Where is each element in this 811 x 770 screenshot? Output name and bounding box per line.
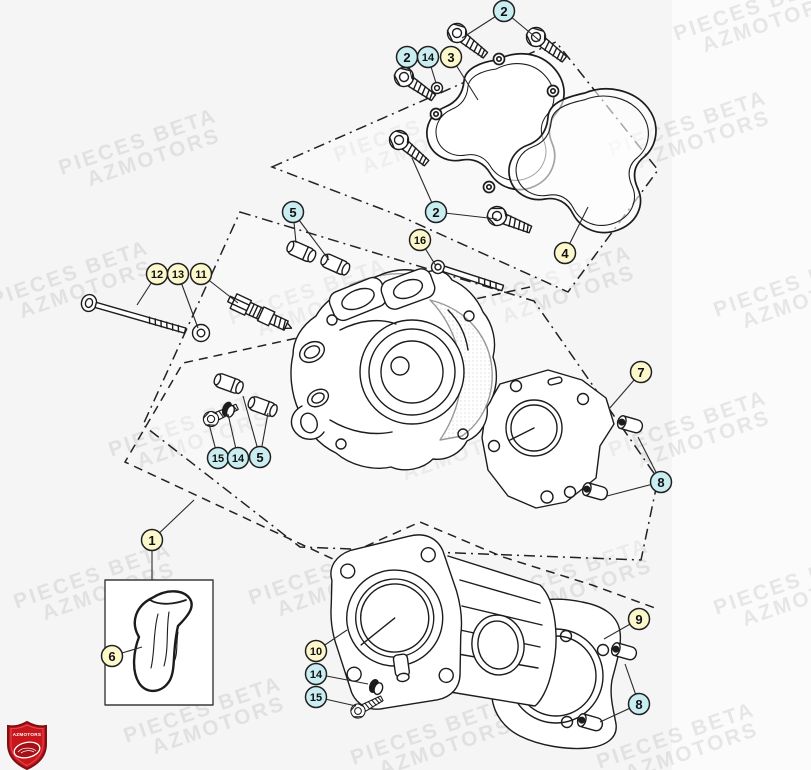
callout-11[interactable]: 11 xyxy=(189,262,213,286)
callout-14[interactable]: 14 xyxy=(416,45,440,69)
callout-number: 13 xyxy=(172,269,184,281)
gasket-kit-boundary xyxy=(123,286,656,609)
callout-16[interactable]: 16 xyxy=(408,228,432,252)
callout-7[interactable]: 7 xyxy=(629,360,653,384)
long-stud-drawing xyxy=(80,293,187,334)
logo-oval xyxy=(13,741,41,759)
valve-cover-gasket-drawing xyxy=(508,88,657,234)
callout-4[interactable]: 4 xyxy=(553,241,577,265)
callout-number: 7 xyxy=(637,365,644,380)
right-margin xyxy=(672,0,811,770)
callout-6[interactable]: 6 xyxy=(100,644,124,668)
logo-shield-inner xyxy=(10,724,44,767)
parts-drawings xyxy=(80,18,657,750)
logo-brand-text: AZMOTORS xyxy=(13,732,42,737)
callout-10[interactable]: 10 xyxy=(304,639,328,663)
callout-number: 5 xyxy=(289,205,296,220)
callout-15[interactable]: 15 xyxy=(206,446,230,470)
azmotors-logo: AZMOTORS xyxy=(7,720,47,770)
spark-plug-drawing xyxy=(227,293,293,331)
callout-9[interactable]: 9 xyxy=(627,607,651,631)
callout-5[interactable]: 5 xyxy=(281,200,305,224)
short-stud-drawing xyxy=(430,259,505,292)
callout-number: 11 xyxy=(195,269,207,281)
callout-number: 12 xyxy=(151,269,163,281)
callout-2[interactable]: 2 xyxy=(492,0,516,23)
drain-spring-drawing xyxy=(368,679,384,696)
callout-number: 15 xyxy=(212,453,224,465)
callout-8[interactable]: 8 xyxy=(627,692,651,716)
callout-14[interactable]: 14 xyxy=(226,446,250,470)
cylinder-drawing xyxy=(330,534,557,710)
gasket-kit-box xyxy=(104,579,214,706)
callout-number: 14 xyxy=(422,52,435,64)
callout-15[interactable]: 15 xyxy=(304,685,328,709)
callout-2[interactable]: 2 xyxy=(395,45,419,69)
sealing-washer-drawing xyxy=(430,81,444,95)
callout-number: 4 xyxy=(561,246,569,261)
callout-number: 5 xyxy=(256,450,263,465)
callout-14[interactable]: 14 xyxy=(304,662,328,686)
washer-drawing xyxy=(191,323,211,343)
callout-number: 2 xyxy=(500,4,507,19)
callout-3[interactable]: 3 xyxy=(439,45,463,69)
callout-1[interactable]: 1 xyxy=(140,528,164,552)
callout-number: 8 xyxy=(657,475,664,490)
gasket-bag-drawing xyxy=(132,590,193,693)
callout-number: 2 xyxy=(432,205,439,220)
callout-number: 8 xyxy=(635,697,642,712)
cylinder-head-drawing xyxy=(290,268,498,471)
logo-swoosh xyxy=(17,747,37,754)
callout-number: 9 xyxy=(635,612,642,627)
callout-13[interactable]: 13 xyxy=(166,262,190,286)
callout-5[interactable]: 5 xyxy=(248,445,272,469)
callout-number: 10 xyxy=(310,646,322,658)
callout-8[interactable]: 8 xyxy=(649,470,673,494)
head-gasket-drawing xyxy=(481,369,615,509)
callout-12[interactable]: 12 xyxy=(145,262,169,286)
callout-number: 16 xyxy=(414,235,426,247)
callout-number: 1 xyxy=(148,533,155,548)
callout-number: 2 xyxy=(403,50,410,65)
callout-number: 6 xyxy=(108,649,115,664)
callout-number: 15 xyxy=(310,692,322,704)
callout-2[interactable]: 2 xyxy=(424,200,448,224)
callout-number: 14 xyxy=(310,669,323,681)
callout-number: 3 xyxy=(447,50,454,65)
callout-number: 14 xyxy=(232,453,245,465)
